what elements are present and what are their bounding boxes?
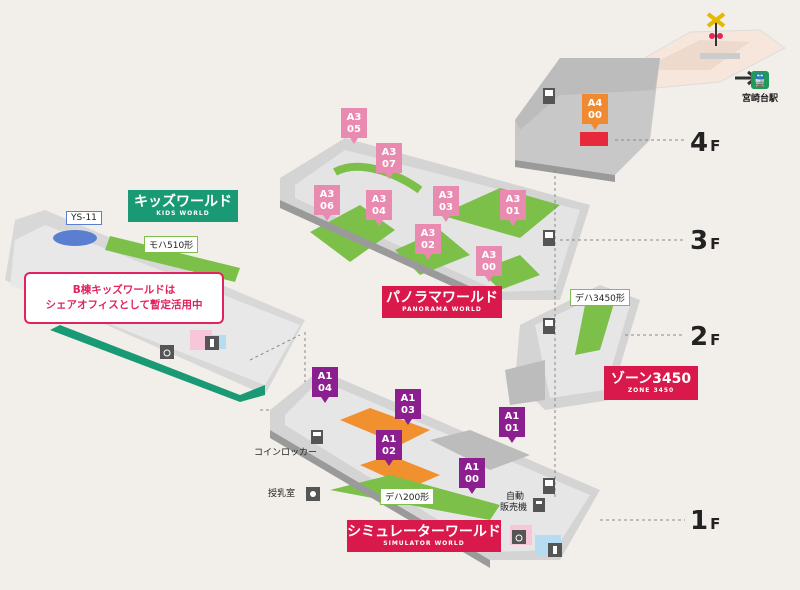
zone-kids-jp: キッズワールド (134, 194, 232, 210)
ticket-machine-label-2: 販売機 (500, 503, 528, 513)
notice-line1: B棟キッズワールドは (72, 283, 176, 296)
pin-a307[interactable]: A3 07 (376, 143, 402, 179)
floor-number: 1 (690, 506, 709, 536)
pin-a301-line1: A3 (506, 194, 521, 205)
exhibit-tag-deha200[interactable]: デハ200形 (380, 488, 435, 505)
pin-a304-line2: 04 (372, 206, 386, 217)
elevator-icon (543, 230, 555, 246)
pin-a305-line2: 05 (347, 124, 361, 135)
pin-a104-line2: 04 (318, 383, 332, 394)
floor-unit: F (710, 331, 721, 349)
exhibit-tag-deha3450[interactable]: デハ3450形 (570, 289, 630, 306)
pin-a306-line1: A3 (320, 189, 335, 200)
zone-banner-panorama: パノラマワールド PANORAMA WORLD (382, 286, 502, 318)
pin-a101-line1: A1 (505, 411, 520, 422)
notice-line2: シェアオフィスとして暫定活用中 (45, 299, 203, 311)
zone-banner-3450: ゾーン3450 ZONE 3450 (604, 366, 698, 400)
station-marker[interactable]: 🚆 宮崎台駅 (742, 71, 778, 104)
exhibit-a400-area (580, 132, 608, 146)
floor-leader-lines (554, 139, 685, 521)
pin-a304[interactable]: A3 04 (366, 190, 392, 226)
coin-locker-label: コインロッカー (254, 448, 318, 458)
floor-unit: F (710, 137, 721, 155)
zone-panorama-jp: パノラマワールド (386, 290, 498, 306)
pin-a104-line1: A1 (318, 371, 333, 382)
floor-unit: F (710, 235, 721, 253)
pin-a300-line2: 00 (482, 262, 496, 273)
floor-number: 4 (690, 128, 709, 158)
zone-banner-kids: キッズワールド KIDS WORLD (128, 190, 238, 222)
pin-a100-line1: A1 (465, 462, 480, 473)
ys11-aircraft (53, 230, 97, 246)
pin-a103-line1: A1 (401, 393, 416, 404)
coin-locker-icon (311, 430, 323, 444)
ticket-machine-icon (533, 498, 545, 512)
pin-a301[interactable]: A3 01 (500, 190, 526, 226)
pin-a100-line2: 00 (465, 474, 479, 485)
pin-a104[interactable]: A1 04 (312, 367, 338, 403)
pin-a100[interactable]: A1 00 (459, 458, 485, 494)
pin-a400[interactable]: A4 00 (582, 94, 608, 130)
railway-crossing-icon (706, 12, 726, 46)
pin-a303[interactable]: A3 03 (433, 186, 459, 222)
pin-a102-line2: 02 (382, 446, 396, 457)
pin-a306-line2: 06 (320, 201, 334, 212)
restroom-icon (548, 543, 562, 557)
pin-a302[interactable]: A3 02 (415, 224, 441, 260)
zone-banner-simulator: シミュレーターワールド SIMULATOR WORLD (347, 520, 501, 552)
pin-a400-line2: 00 (588, 110, 602, 121)
zone-3450-jp: ゾーン3450 (610, 371, 692, 387)
exhibit-tag-moha510[interactable]: モハ510形 (144, 236, 199, 253)
wheelchair-icon (160, 345, 174, 359)
pin-a103-line2: 03 (401, 405, 415, 416)
pin-a303-line2: 03 (439, 202, 453, 213)
pin-a102[interactable]: A1 02 (376, 430, 402, 466)
pin-a101[interactable]: A1 01 (499, 407, 525, 443)
pin-a305-line1: A3 (347, 112, 362, 123)
floor-number: 2 (690, 322, 709, 352)
pin-a101-line2: 01 (505, 423, 519, 434)
nursing-room-icon (306, 487, 320, 501)
pin-a303-line1: A3 (439, 190, 454, 201)
pin-a302-line2: 02 (421, 240, 435, 251)
pin-a302-line1: A3 (421, 228, 436, 239)
elevator-icon (543, 478, 555, 494)
floor-3f-area (280, 138, 590, 308)
floor-number: 3 (690, 226, 709, 256)
zone-simulator-en: SIMULATOR WORLD (383, 540, 465, 547)
zone-kids-en: KIDS WORLD (156, 210, 210, 217)
zone-3450-en: ZONE 3450 (627, 387, 675, 394)
pin-a304-line1: A3 (372, 194, 387, 205)
floor-unit: F (710, 515, 721, 533)
pin-a306[interactable]: A3 06 (314, 185, 340, 221)
nursing-room-label: 授乳室 (268, 489, 296, 499)
zone-simulator-jp: シミュレーターワールド (347, 524, 501, 540)
kids-world-notice: B棟キッズワールドは シェアオフィスとして暫定活用中 (24, 272, 224, 324)
pin-a103[interactable]: A1 03 (395, 389, 421, 425)
ticket-machine-label-1: 自動 (506, 492, 525, 502)
wheelchair-icon (512, 530, 526, 544)
pin-a307-line1: A3 (382, 147, 397, 158)
pin-a102-line1: A1 (382, 434, 397, 445)
pin-a300[interactable]: A3 00 (476, 246, 502, 282)
restroom-icon (205, 336, 219, 350)
pin-a300-line1: A3 (482, 250, 497, 261)
elevator-icon (543, 318, 555, 334)
pin-a400-line1: A4 (588, 98, 603, 109)
train-icon: 🚆 (751, 71, 769, 89)
pin-a307-line2: 07 (382, 159, 396, 170)
zone-panorama-en: PANORAMA WORLD (402, 306, 482, 313)
exhibit-tag-ys11[interactable]: YS-11 (66, 211, 102, 225)
pin-a301-line2: 01 (506, 206, 520, 217)
pin-a305[interactable]: A3 05 (341, 108, 367, 144)
station-name: 宮崎台駅 (742, 94, 779, 104)
elevator-icon (543, 88, 555, 104)
